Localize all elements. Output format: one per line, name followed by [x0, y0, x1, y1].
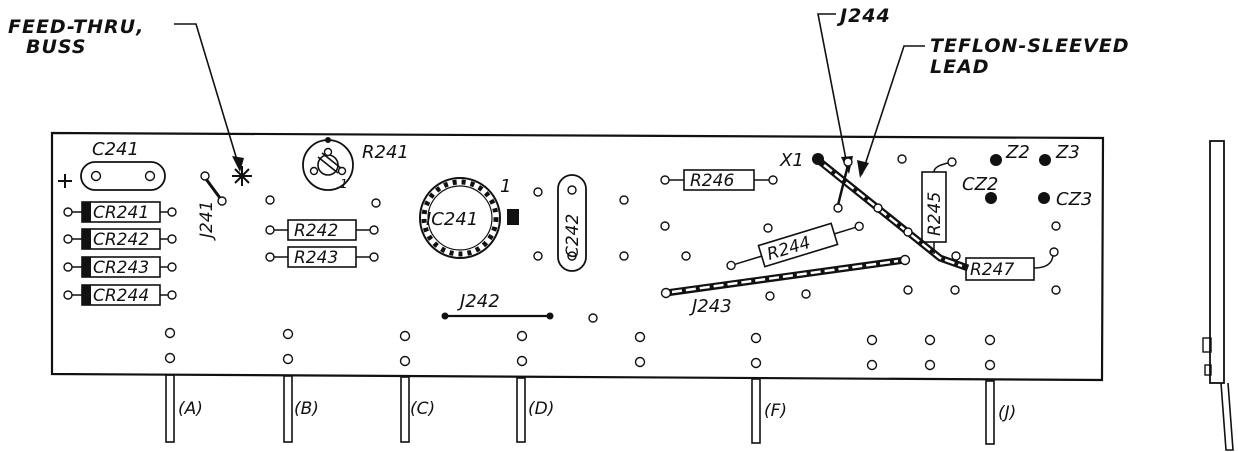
cz3-label: CZ3	[1056, 189, 1092, 210]
j242-label: J242	[457, 291, 500, 312]
r241-pin-label: 1	[340, 177, 348, 191]
connector-pins: (A) (B) (C) (D) (F) (J)	[165, 374, 1016, 445]
pin-c-label: (C)	[410, 399, 435, 419]
ic241-pin-label: 1	[500, 176, 511, 197]
j241-label: J241	[197, 201, 217, 241]
z3-terminal	[1039, 154, 1051, 166]
annotation-teflon-sleeved-lead: TEFLON-SLEEVED LEAD	[857, 35, 1130, 178]
cz2-terminal	[985, 192, 997, 204]
r245-label: R245	[925, 192, 945, 236]
z3-label: Z3	[1055, 142, 1080, 163]
c242-label: C242	[563, 214, 583, 258]
ic241: IC241 1	[419, 176, 519, 259]
cr243-diode: CR243	[63, 256, 177, 278]
r241-label: R241	[362, 142, 409, 163]
r246-label: R246	[690, 171, 734, 191]
pin-c	[400, 376, 410, 443]
cz2-label: CZ2	[962, 174, 998, 195]
teflon-lead: X1	[779, 150, 970, 272]
ic241-label: IC241	[426, 209, 478, 230]
pin-d-label: (D)	[528, 399, 554, 419]
z-components: Z2 Z3 CZ2 CZ3	[962, 142, 1092, 210]
pin-f-label: (F)	[764, 401, 787, 421]
j241-jumper: J241	[197, 171, 227, 241]
c241-capacitor: C241	[58, 139, 166, 191]
r243-resistor: R243	[265, 246, 379, 268]
cr242-diode: CR242	[63, 228, 177, 250]
r247-resistor: R247	[965, 247, 1059, 281]
annotation-feed-thru-buss: FEED-THRU, BUSS	[8, 16, 244, 172]
r247-label: R247	[970, 260, 1014, 280]
r241-potentiometer: R241 1	[302, 137, 409, 191]
z2-label: Z2	[1005, 142, 1030, 163]
cr243-label: CR243	[93, 258, 149, 278]
feed-thru-star	[232, 166, 252, 186]
c241-body	[80, 161, 166, 191]
feed-thru-label-line1: FEED-THRU,	[8, 16, 144, 38]
cr242-label: CR242	[93, 230, 149, 250]
x1-terminal	[812, 153, 824, 165]
pin-a	[165, 374, 175, 443]
cr244-diode: CR244	[63, 284, 177, 306]
board-outline	[50, 131, 1105, 382]
pin-b-label: (B)	[294, 399, 319, 419]
x1-label: X1	[779, 150, 804, 171]
cr241-diode: CR241	[63, 201, 177, 223]
j243-jumper: J243	[660, 254, 911, 317]
teflon-arrowhead	[857, 160, 869, 178]
annotation-j244: J244	[817, 5, 891, 174]
r242-resistor: R242	[265, 219, 379, 241]
board-side-view	[1202, 140, 1234, 451]
j243-label: J243	[689, 296, 732, 317]
cr241-label: CR241	[93, 203, 149, 223]
j244-label: J244	[836, 5, 891, 27]
pin-f	[751, 378, 761, 444]
pin-b	[283, 375, 293, 443]
r242-label: R242	[294, 221, 338, 241]
cr244-label: CR244	[93, 286, 149, 306]
pin-j-label: (J)	[998, 403, 1016, 423]
teflon-leader	[861, 45, 925, 175]
feed-thru-label-line2: BUSS	[26, 36, 87, 58]
c241-label: C241	[92, 139, 139, 160]
j244-leader	[817, 13, 849, 171]
pin-j	[985, 380, 995, 445]
teflon-label-line2: LEAD	[930, 56, 990, 78]
c242-capacitor: C242	[557, 174, 587, 272]
z2-terminal	[990, 154, 1002, 166]
pin-d	[516, 377, 526, 443]
j242-jumper: J242	[441, 291, 554, 320]
teflon-label-line1: TEFLON-SLEEVED	[930, 35, 1130, 57]
r246-resistor: R246	[660, 169, 778, 191]
cz3-terminal	[1038, 192, 1050, 204]
bottom-holes	[164, 327, 996, 371]
loose-holes	[265, 154, 1061, 323]
pin-a-label: (A)	[178, 399, 203, 419]
r245-resistor: R245	[921, 157, 961, 261]
feed-thru-leader	[174, 23, 241, 171]
r243-label: R243	[294, 248, 338, 268]
